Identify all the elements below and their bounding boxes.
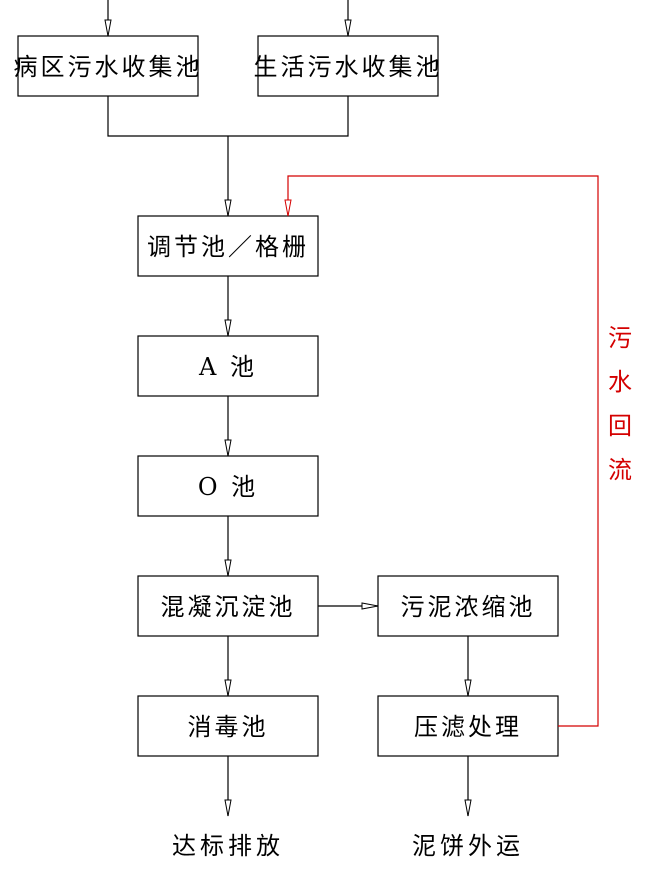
ward-sewage-tank-label: 病区污水收集池	[14, 53, 203, 81]
arrowhead-cake	[464, 799, 472, 817]
ward-inflow-arrowhead	[104, 19, 112, 37]
return-flow-char-3: 回	[608, 412, 632, 440]
return-flow-line	[287, 175, 599, 727]
domestic-inflow-arrowhead	[344, 19, 352, 37]
merge-arrowhead	[224, 199, 232, 217]
arrowhead-regulating-to-a	[224, 319, 232, 337]
return-flow-label: 污 水 回 流	[608, 324, 632, 484]
coagulation-sedimentation-tank-node: 混凝沉淀池	[137, 575, 319, 637]
a-tank-label: A 池	[198, 353, 257, 381]
regulating-tank-label: 调节池／格栅	[147, 233, 309, 261]
filter-press-label: 压滤处理	[414, 713, 522, 741]
coagulation-sedimentation-tank-label: 混凝沉淀池	[161, 593, 296, 621]
arrowhead-coag-to-disinfect	[224, 679, 232, 697]
return-flow-arrowhead	[284, 199, 292, 217]
ward-sewage-tank-node: 病区污水收集池	[14, 35, 203, 97]
arrowhead-coag-to-thickener	[361, 602, 379, 610]
regulating-tank-node: 调节池／格栅	[137, 215, 319, 277]
discharge-label: 达标排放	[172, 832, 284, 860]
o-tank-label: O 池	[198, 473, 258, 501]
domestic-sewage-tank-node: 生活污水收集池	[254, 35, 443, 97]
arrowhead-a-to-o	[224, 439, 232, 457]
arrowhead-thickener-to-press	[464, 679, 472, 697]
a-tank-node: A 池	[137, 335, 319, 397]
arrowhead-discharge	[224, 799, 232, 817]
return-flow-char-4: 流	[608, 456, 632, 484]
merge-line	[107, 96, 349, 137]
filter-press-node: 压滤处理	[377, 695, 559, 757]
return-flow-char-2: 水	[608, 368, 632, 396]
o-tank-node: O 池	[137, 455, 319, 517]
sludge-thickening-tank-label: 污泥浓缩池	[401, 593, 536, 621]
arrowhead-o-to-coag	[224, 559, 232, 577]
return-flow-char-1: 污	[608, 324, 632, 352]
domestic-sewage-tank-label: 生活污水收集池	[254, 53, 443, 81]
sludge-cake-label: 泥饼外运	[412, 832, 524, 860]
disinfection-tank-label: 消毒池	[188, 713, 269, 741]
sludge-thickening-tank-node: 污泥浓缩池	[377, 575, 559, 637]
disinfection-tank-node: 消毒池	[137, 695, 319, 757]
